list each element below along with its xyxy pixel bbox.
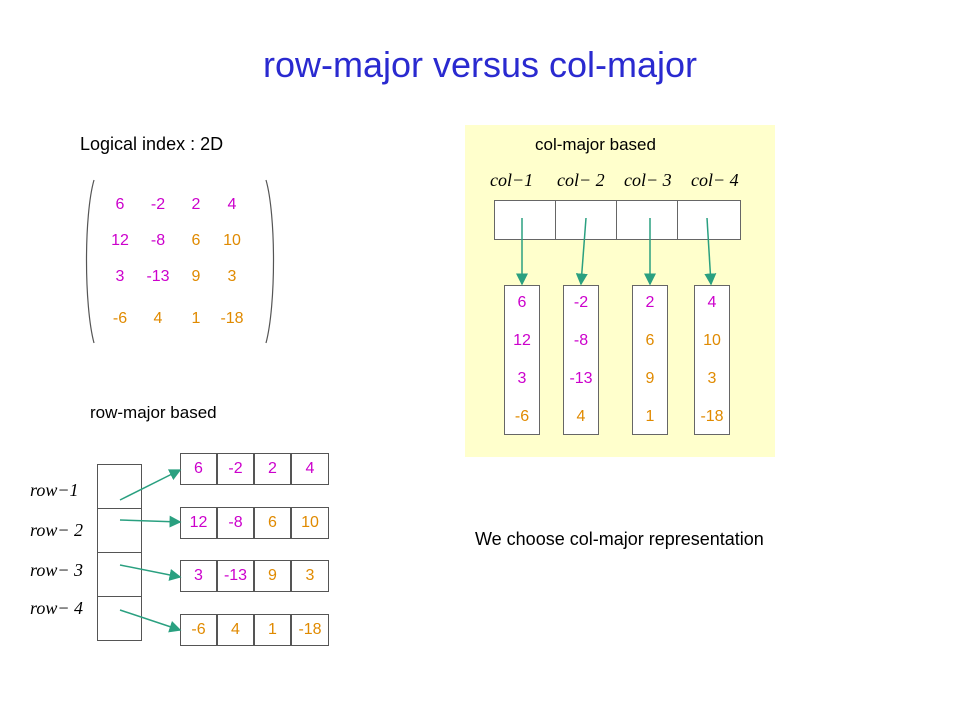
row-arrow (119, 564, 182, 581)
col-stack-3 (632, 285, 668, 435)
row-cell: -8 (217, 507, 254, 539)
col-cell: 1 (645, 408, 655, 425)
row-box-2: 12 -8 6 10 (180, 507, 329, 539)
row-arrow (119, 609, 182, 633)
row-cell: 1 (254, 614, 291, 646)
col-arrow (575, 217, 588, 286)
col-major-label: col-major based (535, 135, 656, 154)
matrix-cell: 3 (227, 268, 237, 285)
row-slot (97, 596, 142, 641)
col-cell: 9 (645, 370, 655, 387)
col-cell: -13 (569, 370, 593, 387)
row-arrow (119, 469, 182, 501)
matrix-cell: 10 (223, 232, 241, 249)
row-slot (97, 464, 142, 509)
row-cell: 10 (291, 507, 329, 539)
row-box-3: 3 -13 9 3 (180, 560, 329, 592)
matrix-brackets (85, 179, 275, 344)
col-cell: 6 (517, 294, 527, 311)
matrix-cell: 1 (191, 310, 201, 327)
row-label: row− 4 (30, 598, 83, 618)
left-bracket (85, 179, 95, 344)
row-major-label: row-major based (90, 403, 217, 422)
row-cell: -18 (291, 614, 329, 646)
matrix-cell: -8 (150, 232, 166, 249)
row-cell: 2 (254, 453, 291, 485)
row-cell: 3 (180, 560, 217, 592)
row-slot (97, 508, 142, 553)
matrix-cell: 6 (115, 196, 125, 213)
row-box-1: 6 -2 2 4 (180, 453, 329, 485)
col-slot (494, 200, 556, 240)
matrix-cell: 4 (153, 310, 163, 327)
col-cell: 3 (707, 370, 717, 387)
col-cell: 3 (517, 370, 527, 387)
matrix-cell: 4 (227, 196, 237, 213)
col-label: col− 2 (557, 170, 605, 190)
matrix-cell: 2 (191, 196, 201, 213)
row-cell: 3 (291, 560, 329, 592)
col-cell: 12 (513, 332, 531, 349)
col-label: col− 3 (624, 170, 672, 190)
row-label: row−1 (30, 480, 79, 500)
col-cell: 10 (703, 332, 721, 349)
row-cell: 4 (217, 614, 254, 646)
matrix-cell: -2 (150, 196, 166, 213)
row-cell: 6 (180, 453, 217, 485)
matrix-cell: 6 (191, 232, 201, 249)
col-cell: 4 (576, 408, 586, 425)
matrix-cell: -6 (112, 310, 128, 327)
row-cell: 9 (254, 560, 291, 592)
row-label: row− 3 (30, 560, 83, 580)
col-cell: -8 (573, 332, 589, 349)
col-label: col−1 (490, 170, 534, 190)
matrix-cell: 3 (115, 268, 125, 285)
col-cell: -6 (514, 408, 530, 425)
row-slot (97, 552, 142, 597)
row-label: row− 2 (30, 520, 83, 540)
col-cell: 2 (645, 294, 655, 311)
conclusion-note: We choose col-major representation (475, 529, 764, 549)
logical-index-label: Logical index : 2D (80, 134, 224, 154)
row-cell: 6 (254, 507, 291, 539)
row-cell: -2 (217, 453, 254, 485)
row-box-4: -6 4 1 -18 (180, 614, 329, 646)
col-stack-4 (694, 285, 730, 435)
col-cell: -2 (573, 294, 589, 311)
matrix-cell: 9 (191, 268, 201, 285)
right-bracket (265, 179, 275, 344)
row-cell: -6 (180, 614, 217, 646)
col-cell: 6 (645, 332, 655, 349)
row-arrow (119, 515, 182, 528)
col-arrow (704, 217, 717, 286)
col-stack-1 (504, 285, 540, 435)
matrix-cell: -13 (146, 268, 170, 285)
col-stack-2 (563, 285, 599, 435)
col-label: col− 4 (691, 170, 739, 190)
col-cell: -18 (700, 408, 724, 425)
col-cell: 4 (707, 294, 717, 311)
page-title: row-major versus col-major (262, 44, 698, 85)
matrix-cell: -18 (220, 310, 244, 327)
matrix-cell: 12 (111, 232, 129, 249)
row-cell: 4 (291, 453, 329, 485)
row-cell: -13 (217, 560, 254, 592)
